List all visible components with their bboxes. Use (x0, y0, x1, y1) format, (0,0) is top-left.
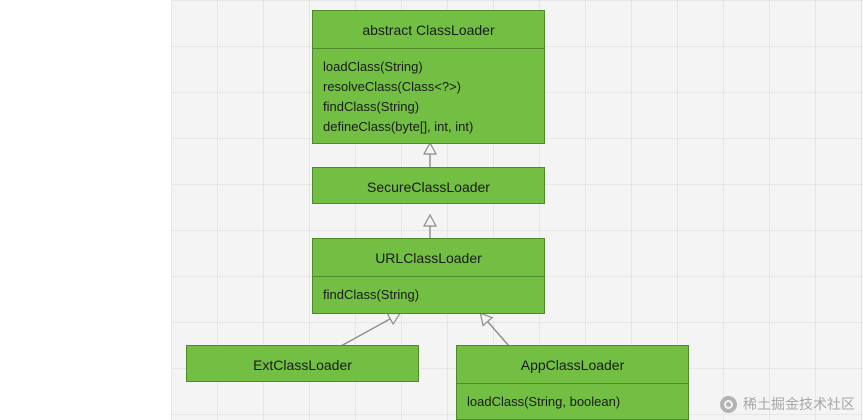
class-node-classloader[interactable]: abstract ClassLoader loadClass(String) r… (312, 10, 545, 144)
class-member: loadClass(String, boolean) (467, 394, 621, 409)
class-title-secureclassloader: SecureClassLoader (367, 179, 490, 195)
class-title-urlclassloader: URLClassLoader (313, 239, 544, 277)
class-member: findClass(String) (323, 99, 420, 114)
class-members-classloader: loadClass(String) resolveClass(Class<?>)… (313, 49, 544, 143)
class-title-appclassloader: AppClassLoader (457, 346, 688, 384)
class-title-extclassloader: ExtClassLoader (253, 357, 352, 373)
class-node-secureclassloader[interactable]: SecureClassLoader (312, 167, 545, 204)
class-member: defineClass(byte[], int, int) (323, 119, 474, 134)
watermark-text: 稀土掘金技术社区 (743, 397, 855, 413)
watermark: 稀土掘金技术社区 (720, 394, 855, 414)
class-member: findClass(String) (323, 287, 420, 302)
class-member: loadClass(String) (323, 59, 423, 74)
class-node-extclassloader[interactable]: ExtClassLoader (186, 345, 419, 382)
juejin-logo-icon (720, 395, 737, 413)
class-node-urlclassloader[interactable]: URLClassLoader findClass(String) (312, 238, 545, 314)
class-members-appclassloader: loadClass(String, boolean) (457, 384, 688, 418)
class-member: resolveClass(Class<?>) (323, 79, 461, 94)
class-members-urlclassloader: findClass(String) (313, 277, 544, 311)
class-title-classloader: abstract ClassLoader (313, 11, 544, 49)
class-node-appclassloader[interactable]: AppClassLoader loadClass(String, boolean… (456, 345, 689, 420)
